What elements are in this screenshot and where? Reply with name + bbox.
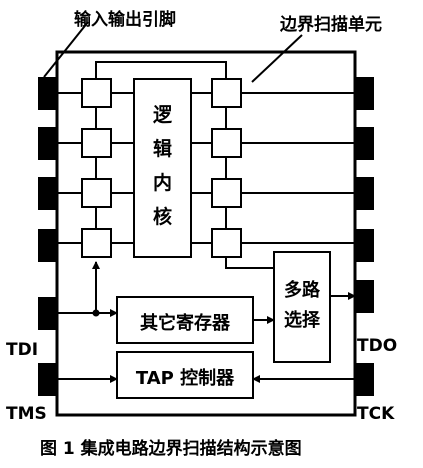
tms-label: TMS xyxy=(6,404,47,424)
mux-label: 多路 选择 xyxy=(274,276,330,336)
tdo-label: TDO xyxy=(357,336,398,356)
pin-left-tms xyxy=(38,363,57,396)
pin-left-tdi xyxy=(38,297,57,330)
pin-right-tdo xyxy=(355,280,374,313)
tdi-junction xyxy=(92,309,100,317)
logic-core-label: 逻 辑 内 核 xyxy=(134,98,191,234)
io-pins-label: 输入输出引脚 xyxy=(74,10,176,30)
pin-left-1 xyxy=(38,77,57,110)
bs-cell-right-2 xyxy=(211,128,242,158)
pin-left-2 xyxy=(38,127,57,160)
bs-cells-label: 边界扫描单元 xyxy=(280,15,382,35)
bs-cell-left-3 xyxy=(81,178,112,208)
pin-right-tck xyxy=(355,363,374,396)
logic-core-char-4: 核 xyxy=(152,206,172,228)
pin-right-3 xyxy=(355,177,374,210)
other-regs-label: 其它寄存器 xyxy=(140,313,230,334)
bs-cell-right-1 xyxy=(211,78,242,108)
tap-ctrl-label: TAP 控制器 xyxy=(135,368,235,389)
pin-right-2 xyxy=(355,127,374,160)
mux-label-line-1: 多路 xyxy=(284,280,320,301)
tdi-label: TDI xyxy=(6,340,39,360)
bs-cell-right-3 xyxy=(211,178,242,208)
right-pins xyxy=(355,77,374,396)
logic-core-box xyxy=(133,78,192,258)
logic-core-char-2: 辑 xyxy=(152,138,172,160)
logic-core-char-1: 逻 xyxy=(152,104,172,126)
bs-cell-left-4 xyxy=(81,228,112,258)
pin-left-4 xyxy=(38,229,57,262)
tck-label: TCK xyxy=(357,404,395,424)
mux-box xyxy=(273,251,331,363)
pin-left-3 xyxy=(38,177,57,210)
bs-cell-left-2 xyxy=(81,128,112,158)
bs-cell-left-1 xyxy=(81,78,112,108)
caption: 图 1 集成电路边界扫描结构示意图 xyxy=(40,439,302,459)
wires xyxy=(43,21,356,383)
mux-label-line-2: 选择 xyxy=(284,310,320,331)
bs-cell-right-4 xyxy=(211,228,242,258)
pin-right-4 xyxy=(355,229,374,262)
left-pins xyxy=(38,77,57,396)
pin-right-1 xyxy=(355,77,374,110)
logic-core-char-3: 内 xyxy=(152,172,172,194)
